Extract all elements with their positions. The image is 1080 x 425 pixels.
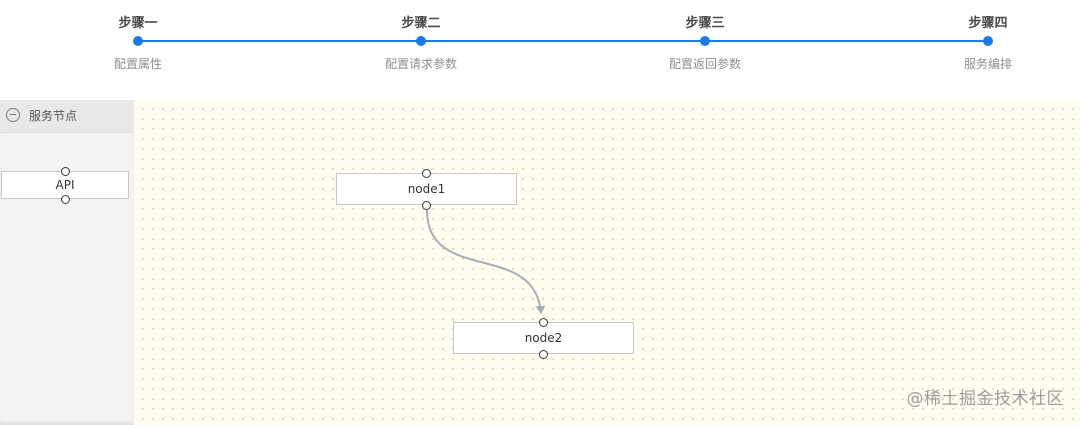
step-dot-icon (133, 36, 143, 46)
step-4[interactable]: 步骤四 服务编排 (918, 0, 1058, 100)
step-description: 配置返回参数 (668, 57, 741, 71)
steps-progress-line (138, 40, 988, 42)
step-1[interactable]: 步骤一 配置属性 (68, 0, 208, 100)
step-dot-icon (416, 36, 426, 46)
input-port[interactable] (422, 169, 431, 178)
step-title: 步骤二 (401, 16, 441, 31)
input-port[interactable] (539, 318, 548, 327)
steps-bar: 步骤一 配置属性 步骤二 配置请求参数 步骤三 配置返回参数 步骤四 服务编排 (0, 0, 1080, 100)
step-3[interactable]: 步骤三 配置返回参数 (635, 0, 775, 100)
step-title: 步骤四 (968, 16, 1008, 31)
panel-header[interactable]: 服务节点 (0, 100, 134, 133)
input-port[interactable] (60, 167, 70, 176)
palette-item-api[interactable]: API (1, 167, 129, 204)
step-dot-icon (983, 36, 993, 46)
output-port[interactable] (422, 201, 431, 210)
step-title: 步骤三 (685, 16, 725, 31)
step-2[interactable]: 步骤二 配置请求参数 (351, 0, 491, 100)
canvas-node-node2[interactable]: node2 (453, 318, 634, 359)
step-title: 步骤一 (118, 16, 158, 31)
node-label: node2 (524, 331, 563, 345)
node-label: node1 (407, 182, 446, 196)
node-palette-sidebar: 服务节点 (0, 100, 134, 425)
minus-circle-icon[interactable] (6, 108, 20, 122)
panel-title: 服务节点 (29, 109, 78, 123)
step-description: 配置请求参数 (384, 57, 457, 71)
watermark: @稀土掘金技术社区 (906, 389, 1064, 409)
step-dot-icon (700, 36, 710, 46)
canvas-node-node1[interactable]: node1 (336, 169, 517, 210)
step-description: 服务编排 (963, 57, 1012, 71)
flow-canvas[interactable] (134, 100, 1080, 425)
node-label: API (55, 178, 75, 192)
output-port[interactable] (539, 350, 548, 359)
output-port[interactable] (60, 195, 70, 204)
step-description: 配置属性 (113, 57, 162, 71)
